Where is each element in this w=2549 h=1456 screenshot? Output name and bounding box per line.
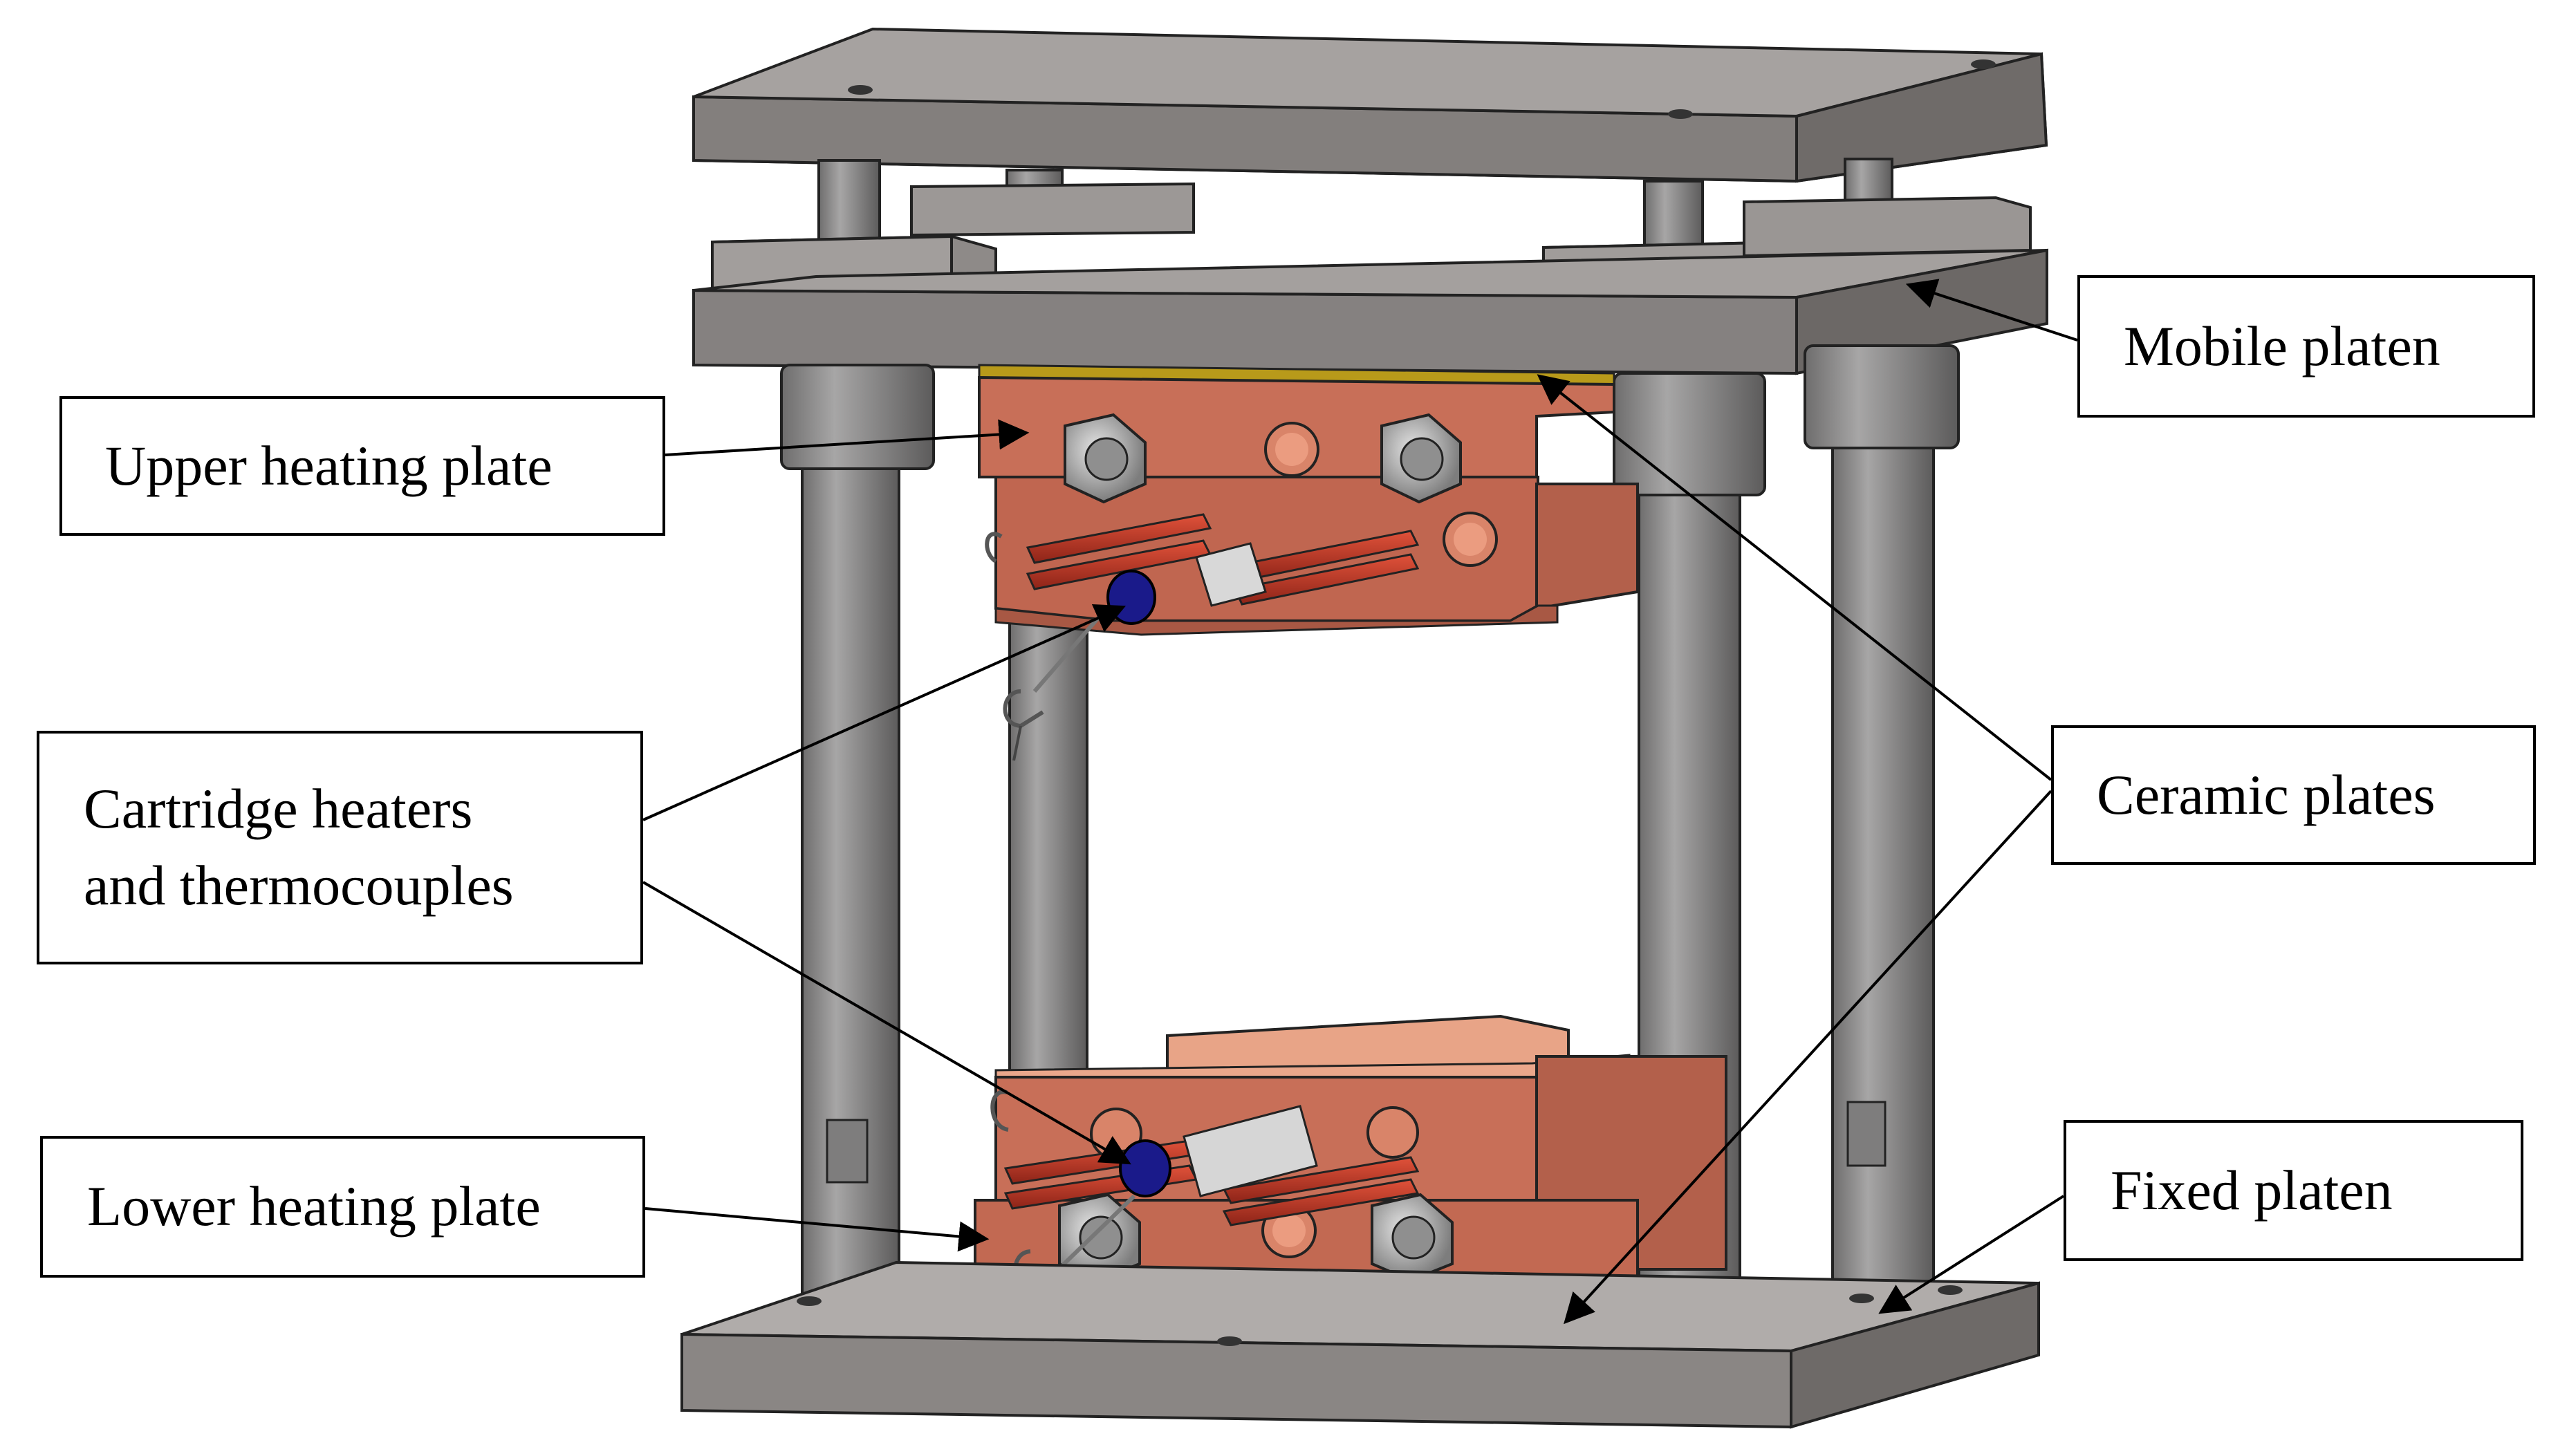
fixed-platen [680, 1260, 2040, 1429]
leader-upper-heating-plate [665, 419, 1030, 456]
leader-cartridge-upper [642, 604, 1127, 821]
label-cartridge-line1: Cartridge heaters [84, 777, 473, 841]
label-upper-heating-plate: Upper heating plate [59, 396, 665, 536]
label-cartridge-heaters: Cartridge heaters and thermocouples [37, 731, 643, 964]
leader-mobile-platen [1905, 279, 2078, 342]
label-ceramic-plates: Ceramic plates [2051, 725, 2536, 865]
label-upper-heating-plate-text: Upper heating plate [105, 433, 553, 497]
label-lower-heating-plate-text: Lower heating plate [87, 1175, 541, 1238]
columns [780, 344, 1960, 1347]
upper-heating-block [978, 364, 1639, 761]
label-ceramic-plates-text: Ceramic plates [2097, 763, 2436, 826]
label-cartridge-line2: and thermocouples [84, 854, 514, 917]
lower-cartridge-heaters [990, 1090, 1420, 1291]
label-mobile-platen-text: Mobile platen [2124, 314, 2440, 377]
leader-fixed-platen [1878, 1195, 2065, 1314]
label-lower-heating-plate: Lower heating plate [40, 1136, 645, 1278]
label-fixed-platen-text: Fixed platen [2111, 1158, 2393, 1222]
leader-lower-heating-plate [645, 1207, 990, 1252]
leader-ceramic-upper [1537, 374, 2052, 781]
top-platen [692, 27, 2048, 183]
mobile-platen [692, 248, 2048, 375]
leader-lines [642, 279, 2078, 1325]
leader-cartridge-lower [642, 881, 1131, 1165]
label-fixed-platen: Fixed platen [2064, 1120, 2523, 1261]
leader-ceramic-lower [1564, 790, 2052, 1325]
label-mobile-platen: Mobile platen [2077, 275, 2535, 418]
lower-heating-block [970, 1014, 1727, 1325]
